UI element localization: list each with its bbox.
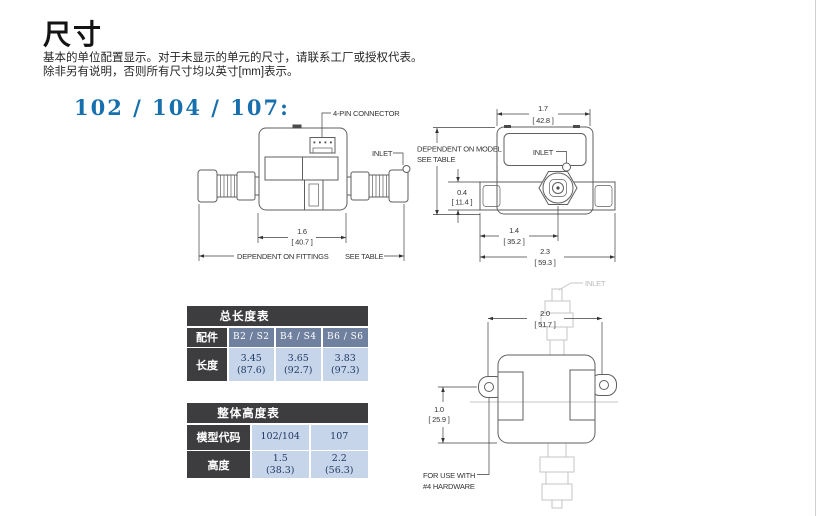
height-table-title: 整体高度表 (187, 403, 368, 423)
fitting-column-b6s6: B6 / S6 (322, 327, 368, 347)
models-heading: 102 / 104 / 107: (74, 95, 290, 120)
length-value-b6s6-in: 3.83 (334, 353, 356, 364)
bottom-view-drawing: INLET (423, 279, 618, 509)
length-value-b2s2-mm: (87.6) (236, 364, 266, 376)
length-row-label: 长度 (187, 348, 227, 381)
length-value-b4s4-in: 3.65 (287, 353, 309, 364)
page-description: 基本的单位配置显示。对于未显示的单元的尺寸，请联系工厂或授权代表。 除非另有说明… (43, 51, 423, 79)
hole-span-dim-in: 2.0 (540, 309, 550, 318)
height-value-107-mm: (56.3) (324, 464, 354, 476)
length-value-b6s6-mm: (97.3) (330, 364, 360, 376)
length-value-b2s2: 3.45 (87.6) (228, 348, 274, 381)
base-height-dim-in: 0.4 (457, 188, 467, 197)
end-view-drawing: 1.7 [ 42.8 ] DEPENDENT ON MODEL SEE TABL… (414, 104, 616, 267)
bottom-view-inlet-label: INLET (585, 279, 606, 288)
height-table-model-header: 模型代码 (187, 424, 250, 450)
base-width-dim-mm: [ 59.3 ] (534, 258, 555, 267)
fitting-column-b4s4: B4 / S4 (275, 327, 321, 347)
hardware-note-line1: FOR USE WITH (423, 471, 475, 480)
length-value-b6s6: 3.83 (97.3) (322, 348, 368, 381)
length-table-title: 总长度表 (187, 306, 368, 326)
base-width-dim-in: 2.3 (540, 247, 550, 256)
total-length-table: 总长度表 配件 B2 / S2 B4 / S4 B6 / S6 长度 3.45 … (187, 306, 368, 381)
length-value-b2s2-in: 3.45 (240, 353, 262, 364)
hole-span-dim-mm: [ 51.7 ] (534, 320, 555, 329)
model-column-102-104: 102/104 (251, 424, 309, 450)
side-view-inlet-label: INLET (372, 149, 393, 158)
length-dim-mm: [ 40.7 ] (291, 238, 312, 247)
end-view-inlet-label: INLET (533, 148, 554, 157)
model-note-line1: DEPENDENT ON MODEL (417, 145, 502, 154)
height-value-102-104-in: 1.5 (272, 453, 288, 464)
width-dim-in: 1.7 (538, 104, 548, 113)
length-value-b4s4-mm: (92.7) (283, 364, 313, 376)
inlet-offset-dim-in: 1.4 (509, 226, 519, 235)
side-view-drawing: 4-PIN CONNECTOR INLET 1.6 [ 40.7 ] DEPEN… (197, 109, 411, 261)
four-pin-connector-label: 4-PIN CONNECTOR (333, 109, 400, 118)
height-value-102-104-mm: (38.3) (265, 464, 295, 476)
fitting-column-b2s2: B2 / S2 (228, 327, 274, 347)
height-value-102-104: 1.5 (38.3) (251, 451, 309, 478)
model-column-107: 107 (310, 424, 368, 450)
height-value-107: 2.2 (56.3) (310, 451, 368, 478)
height-value-107-in: 2.2 (331, 453, 347, 464)
inlet-offset-dim-mm: [ 35.2 ] (503, 237, 524, 246)
length-dim-in: 1.6 (297, 227, 307, 236)
width-dim-mm: [ 42.8 ] (532, 116, 553, 125)
height-row-label: 高度 (187, 451, 250, 478)
fittings-note: DEPENDENT ON FITTINGS (237, 252, 329, 261)
see-table-note: SEE TABLE (345, 252, 384, 261)
description-line-2: 除非另有说明，否则所有尺寸均以英寸[mm]表示。 (43, 66, 299, 78)
model-note-line2: SEE TABLE (417, 155, 456, 164)
length-table-fitting-header: 配件 (187, 327, 227, 347)
page-title: 尺寸 (43, 19, 104, 50)
hole-offset-dim-in: 1.0 (434, 405, 444, 414)
hole-offset-dim-mm: [ 25.9 ] (428, 415, 449, 424)
base-height-dim-mm: [ 11.4 ] (452, 198, 473, 207)
length-value-b4s4: 3.65 (92.7) (275, 348, 321, 381)
overall-height-table: 整体高度表 模型代码 102/104 107 高度 1.5 (38.3) 2.2… (187, 403, 368, 478)
hardware-note-line2: #4 HARDWARE (423, 482, 475, 491)
description-line-1: 基本的单位配置显示。对于未显示的单元的尺寸，请联系工厂或授权代表。 (43, 52, 423, 64)
